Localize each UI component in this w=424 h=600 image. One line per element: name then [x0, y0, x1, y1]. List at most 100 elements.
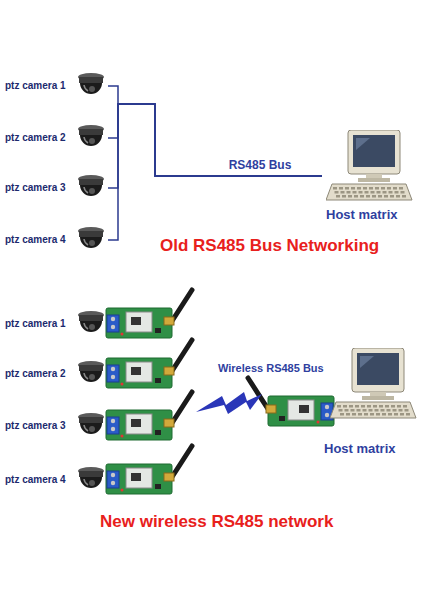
keyboard-key [345, 409, 349, 412]
keyboard-key [385, 405, 389, 408]
keyboard-key [375, 409, 379, 412]
monitor-base [358, 178, 390, 182]
camera-housing [79, 231, 103, 237]
camera-node: ptz camera 1 [2, 68, 108, 104]
screen-glare [356, 138, 370, 150]
host-label: Host matrix [324, 441, 416, 456]
keyboard-key [342, 195, 346, 198]
camera-dome [80, 423, 102, 434]
camera-icon [76, 411, 106, 441]
keyboard-key [381, 187, 385, 190]
dome-highlight [84, 425, 88, 431]
keyboard-key [347, 191, 351, 194]
keyboard-key [364, 413, 368, 416]
camera-housing [79, 179, 103, 185]
keyboard-key [395, 191, 399, 194]
host-label: Host matrix [326, 207, 418, 222]
keyboard-key [359, 191, 363, 194]
keyboard-key [375, 187, 379, 190]
keyboard-key [379, 405, 383, 408]
bus-wire [108, 104, 322, 176]
dome-highlight [84, 373, 88, 379]
keyboard-key [402, 195, 406, 198]
monitor [352, 348, 404, 392]
keyboard-key [399, 409, 403, 412]
camera-dome [80, 477, 102, 488]
keyboard-key [373, 405, 377, 408]
camera-label: ptz camera 1 [5, 318, 77, 330]
dome-highlight [84, 323, 88, 329]
keyboard-key [363, 409, 367, 412]
camera-housing [79, 417, 103, 423]
keyboard-key [335, 191, 339, 194]
dome-highlight [84, 479, 88, 485]
keyboard-key [401, 191, 405, 194]
keyboard-key [361, 405, 365, 408]
computer-icon [326, 130, 414, 202]
keyboard-key [377, 191, 381, 194]
keyboard-key [343, 405, 347, 408]
keyboard-key [378, 195, 382, 198]
keyboard-key [390, 195, 394, 198]
camera-dome [80, 135, 102, 146]
section-caption: New wireless RS485 network [100, 512, 400, 532]
keyboard-key [360, 195, 364, 198]
wireless-module [106, 446, 192, 494]
keyboard-key [372, 195, 376, 198]
camera-housing [79, 365, 103, 371]
keyboard-key [370, 413, 374, 416]
dome-highlight [84, 187, 88, 193]
camera-dome [80, 237, 102, 248]
keyboard-key [345, 187, 349, 190]
keyboard-key [382, 413, 386, 416]
camera-housing [79, 129, 103, 135]
camera-lens [89, 374, 95, 380]
monitor-base [362, 396, 394, 400]
keyboard-key [384, 195, 388, 198]
camera-lens [89, 188, 95, 194]
keyboard-key [365, 191, 369, 194]
keyboard-key [399, 187, 403, 190]
camera-lens [89, 480, 95, 486]
lightning-bolt [196, 392, 262, 414]
keyboard-key [369, 409, 373, 412]
camera-node: ptz camera 2 [2, 356, 108, 392]
camera-dome [80, 321, 102, 332]
camera-icon [76, 465, 106, 495]
camera-housing [79, 471, 103, 477]
keyboard-key [406, 413, 410, 416]
keyboard-key [400, 413, 404, 416]
keyboard-key [357, 409, 361, 412]
keyboard-key [357, 187, 361, 190]
camera-node: ptz camera 3 [2, 408, 108, 444]
camera-lens [89, 240, 95, 246]
wireless-module [106, 340, 192, 388]
keyboard-key [351, 409, 355, 412]
keyboard-key [376, 413, 380, 416]
camera-label: ptz camera 3 [5, 182, 77, 194]
camera-node: ptz camera 4 [2, 222, 108, 258]
wireless-module [106, 290, 192, 338]
camera-lens [89, 138, 95, 144]
keyboard-key [339, 187, 343, 190]
camera-node: ptz camera 1 [2, 306, 108, 342]
camera-node: ptz camera 3 [2, 170, 108, 206]
keyboard-key [387, 409, 391, 412]
camera-icon [76, 359, 106, 389]
wireless-module [106, 392, 192, 440]
keyboard-key [341, 191, 345, 194]
keyboard-key [389, 191, 393, 194]
keyboard-key [348, 195, 352, 198]
host-node: Host matrix [320, 340, 420, 458]
keyboard-key [396, 195, 400, 198]
keyboard-key [336, 195, 340, 198]
camera-dome [80, 185, 102, 196]
keyboard-key [393, 409, 397, 412]
keyboard-key [354, 195, 358, 198]
camera-lens [89, 86, 95, 92]
screen [357, 353, 399, 385]
keyboard-key [352, 413, 356, 416]
link-label: Wireless RS485 Bus [218, 362, 348, 374]
camera-dome [80, 371, 102, 382]
